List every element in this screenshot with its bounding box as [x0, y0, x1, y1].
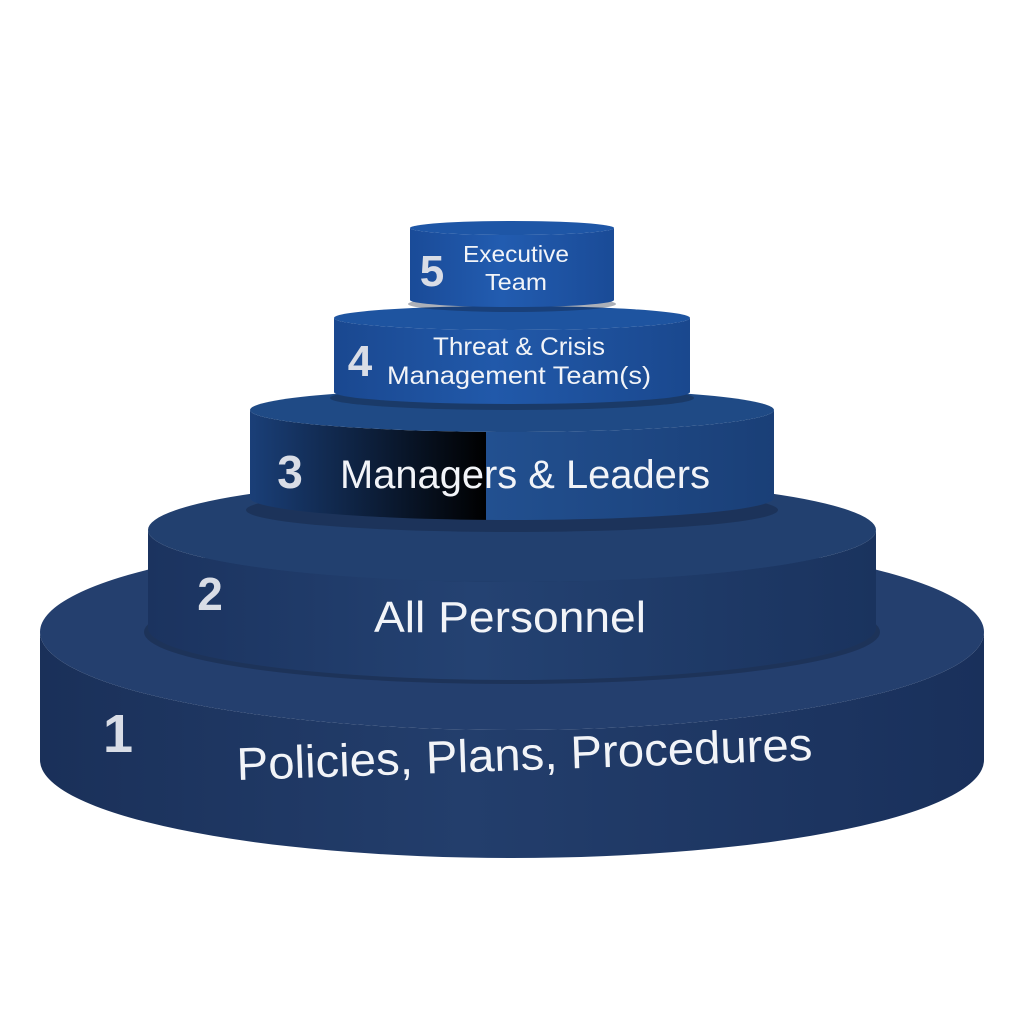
- tier-2-label: All Personnel: [374, 593, 646, 642]
- tier-2-side: [148, 530, 876, 680]
- tier-4-label-line-1: Threat & Crisis: [433, 333, 605, 361]
- tier-5: 5 Executive Team: [408, 221, 616, 312]
- tier-1-number: 1: [103, 704, 133, 764]
- tier-5-number: 5: [420, 247, 444, 296]
- tier-3-side: [250, 410, 774, 520]
- tier-5-label-line-1: Executive: [463, 241, 569, 267]
- tier-5-top: [410, 221, 614, 235]
- tier-2-number: 2: [197, 568, 223, 620]
- tier-1-side: [40, 632, 984, 858]
- tier-4-number: 4: [348, 337, 373, 386]
- tier-5-label-line-2: Team: [485, 269, 547, 295]
- tier-3-label: Managers & Leaders: [340, 453, 710, 497]
- tier-4-label-line-2: Management Team(s): [387, 362, 651, 390]
- tier-5-side: [410, 228, 614, 307]
- tier-4-top: [334, 306, 690, 330]
- tier-4: 4 Threat & Crisis Management Team(s): [330, 306, 694, 410]
- tier-4-side: [334, 318, 690, 404]
- tier-3-number: 3: [277, 446, 303, 498]
